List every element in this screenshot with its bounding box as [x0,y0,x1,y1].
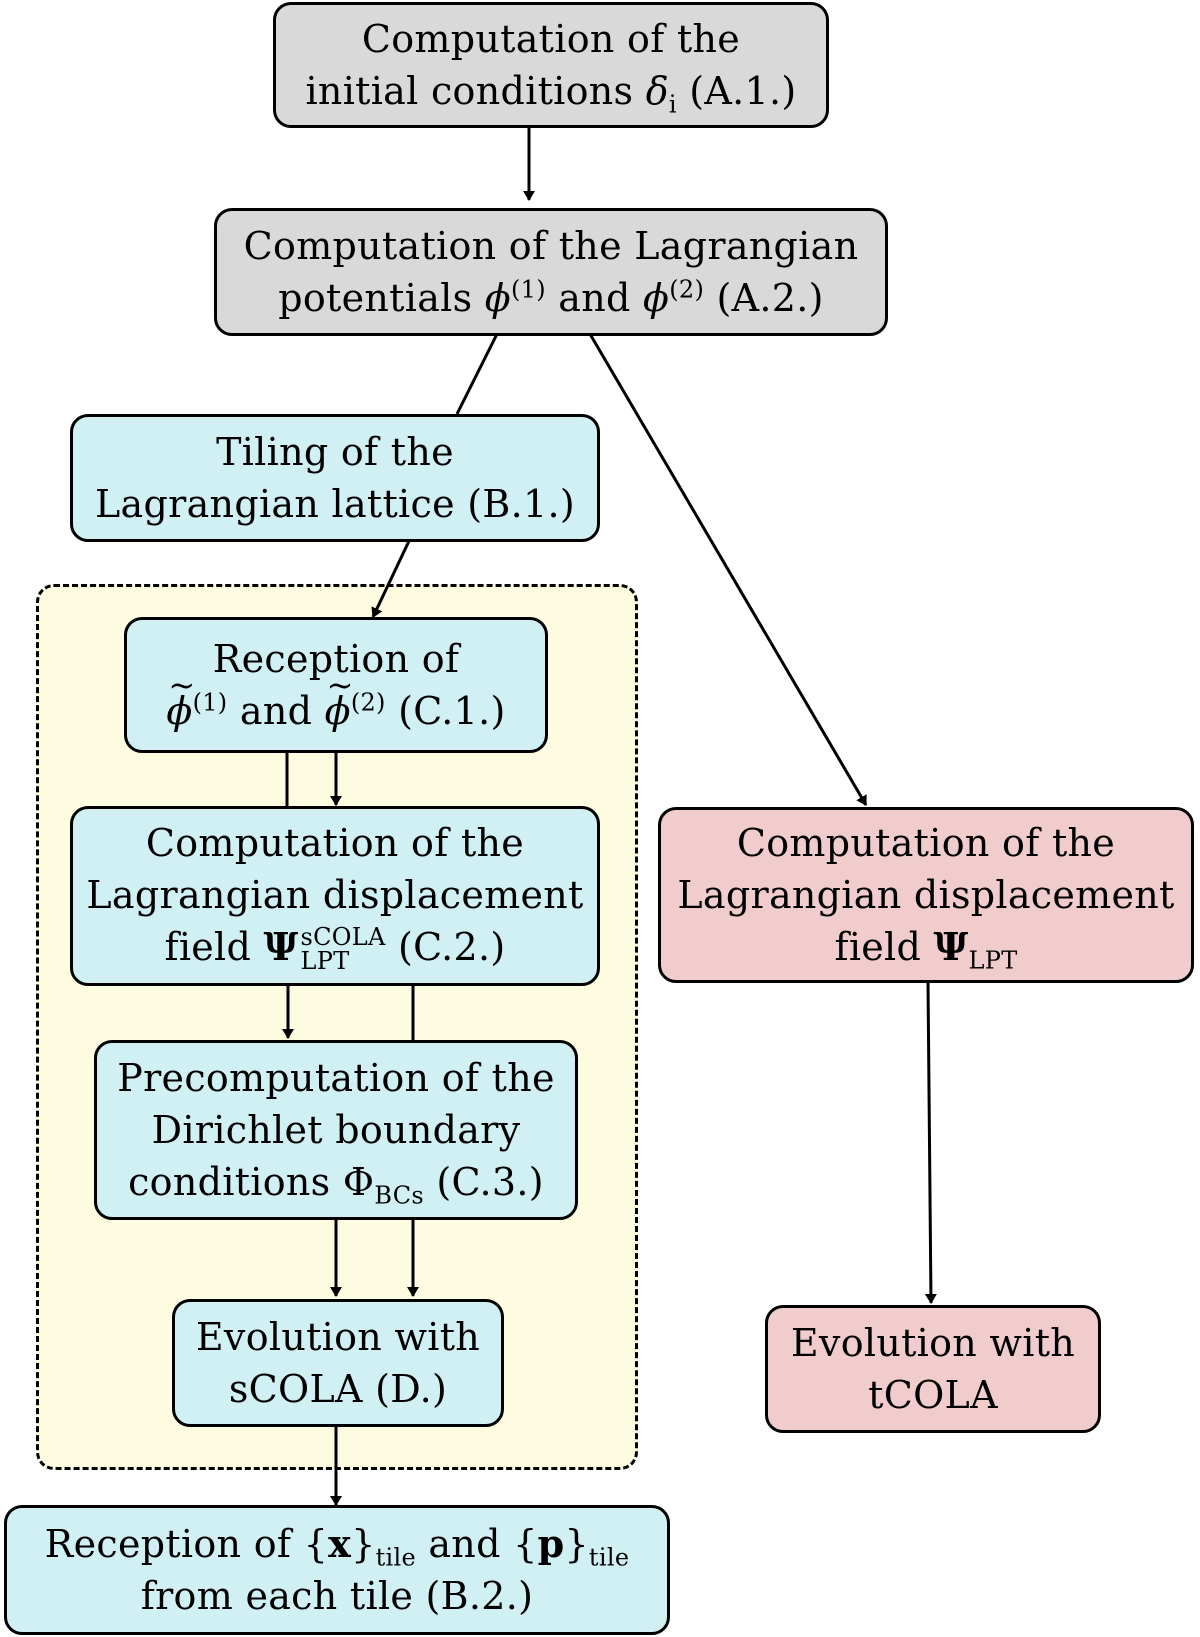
node-label-line: Lagrangian displacement [86,873,584,918]
node-label-line: Computation of the Lagrangian [243,224,859,268]
node-label-line: potentials ϕ(1) and ϕ(2) (A.2.) [278,275,824,320]
edge-b1-c1 [371,540,411,618]
node-label-line: Computation of the [145,821,525,866]
node-initial-conditions[interactable]: Computation of the initial conditions δi… [273,2,829,128]
edge-a2-lpt [588,333,868,806]
node-dirichlet-bcs[interactable]: Precomputation of the Dirichlet boundary… [94,1040,578,1220]
node-reception-potentials[interactable]: Reception of ϕ(1) and ϕ(2) (C.1.) [124,617,548,753]
node-label-line: tCOLA [868,1373,998,1417]
node-lpt-displacement[interactable]: Computation of the Lagrangian displaceme… [658,807,1194,983]
node-label-line: Precomputation of the [117,1056,555,1100]
node-label-line: Evolution with [790,1321,1076,1365]
node-label-line: from each tile (B.2.) [140,1574,534,1618]
node-label-line: field ΨLPT [834,924,1018,975]
node-label-line: Evolution with [195,1315,481,1359]
edge-a2-b1 [455,333,499,415]
node-label-line: Dirichlet boundary [151,1108,521,1152]
node-label-line: conditions ΦBCs (C.3.) [128,1160,544,1210]
node-lagrangian-potentials[interactable]: Computation of the Lagrangian potentials… [214,208,888,336]
node-tiling[interactable]: Tiling of the Lagrangian lattice (B.1.) [70,414,600,542]
node-label-line: ϕ(1) and ϕ(2) (C.1.) [166,659,505,737]
node-label-line: sCOLA (D.) [228,1367,448,1411]
node-label-line: Computation of the [736,821,1116,865]
node-reception-tiles[interactable]: Reception of {x}tile and {p}tile from ea… [4,1505,670,1635]
node-label-line: Reception of {x}tile and {p}tile [44,1521,630,1572]
node-label-line: Tiling of the [216,430,454,474]
node-label-line: Lagrangian displacement [677,873,1175,917]
node-evolution-scola[interactable]: Evolution with sCOLA (D.) [172,1299,504,1427]
node-evolution-tcola[interactable]: Evolution with tCOLA [765,1305,1101,1433]
edge-lpt-tcola [924,981,937,1304]
node-scola-displacement[interactable]: Computation of the Lagrangian displaceme… [70,806,600,986]
node-label-line: Computation of the [361,17,741,61]
node-label-line: initial conditions δi (A.1.) [305,69,797,119]
node-label-line: Lagrangian lattice (B.1.) [95,482,575,526]
